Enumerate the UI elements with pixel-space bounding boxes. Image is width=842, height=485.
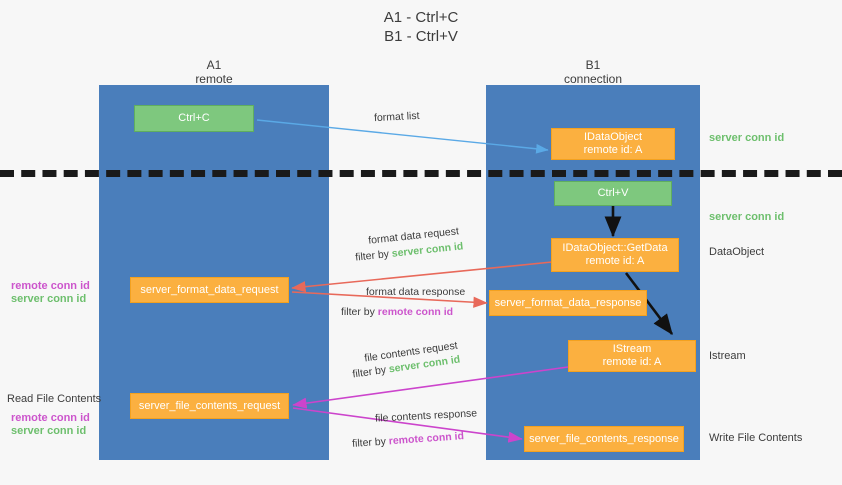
node-ctrl-v-label: Ctrl+V	[597, 187, 629, 199]
column-b1-sub: connection	[563, 72, 623, 86]
node-server-file-contents-request-label: server_file_contents_request	[138, 399, 281, 412]
column-b1-name: B1	[585, 58, 601, 72]
annotation-remote-conn-id-lower: remote conn id	[11, 412, 90, 424]
node-istream-sub: remote id: A	[602, 356, 662, 368]
node-idataobject-getdata-sub: remote id: A	[585, 255, 645, 267]
annotation-dataobject: DataObject	[709, 246, 765, 258]
filter-by-text-1: filter by	[354, 248, 390, 264]
column-header-b1: B1 connection	[513, 58, 673, 86]
annotation-istream: Istream	[709, 350, 746, 362]
filter-remote-conn-id-2: remote conn id	[388, 430, 465, 448]
annotation-server-conn-id-top: server conn id	[709, 132, 785, 144]
node-istream[interactable]: IStream remote id: A	[568, 340, 696, 372]
filter-remote-conn-id-1: remote conn id	[377, 306, 454, 318]
annotation-remote-conn-id-upper: remote conn id	[11, 280, 90, 292]
node-ctrl-v[interactable]: Ctrl+V	[554, 181, 672, 206]
edge-label-file-contents-response: file contents response	[374, 407, 478, 425]
node-server-file-contents-response-label: server_file_contents_response	[529, 432, 679, 445]
node-server-file-contents-request[interactable]: server_file_contents_request	[130, 393, 289, 419]
column-header-a1: A1 remote	[134, 58, 294, 86]
node-server-file-contents-response[interactable]: server_file_contents_response	[524, 426, 684, 452]
node-ctrl-c-label: Ctrl+C	[178, 112, 210, 124]
annotation-server-conn-id-upper: server conn id	[11, 293, 87, 305]
annotation-write-file-contents: Write File Contents	[709, 432, 803, 444]
node-server-format-data-request-label: server_format_data_request	[140, 283, 279, 296]
phase-divider	[0, 170, 842, 177]
node-idataobject-sub: remote id: A	[583, 144, 643, 156]
title-line-2: B1 - Ctrl+V	[384, 28, 458, 45]
filter-by-text-4: filter by	[351, 435, 387, 450]
annotation-read-file-contents: Read File Contents	[7, 393, 102, 405]
title-line-1: A1 - Ctrl+C	[383, 9, 459, 26]
edge-label-format-list: format list	[373, 109, 420, 125]
node-server-format-data-request[interactable]: server_format_data_request	[130, 277, 289, 303]
page-title: A1 - Ctrl+C B1 - Ctrl+V	[0, 8, 842, 46]
edge-filter-format-data-response: filter by remote conn id	[341, 305, 453, 319]
node-idataobject[interactable]: IDataObject remote id: A	[551, 128, 675, 160]
node-server-format-data-response[interactable]: server_format_data_response	[489, 290, 647, 316]
node-ctrl-c[interactable]: Ctrl+C	[134, 105, 254, 132]
edge-label-format-data-response: format data response	[366, 286, 466, 298]
node-idataobject-getdata[interactable]: IDataObject::GetData remote id: A	[551, 238, 679, 272]
column-a1-name: A1	[206, 58, 222, 72]
filter-by-text-3: filter by	[351, 363, 387, 381]
annotation-server-conn-id-lower: server conn id	[11, 425, 87, 437]
edge-filter-file-contents-response: filter by remote conn id	[352, 429, 465, 451]
node-server-format-data-response-label: server_format_data_response	[494, 296, 642, 309]
node-idataobject-title: IDataObject	[583, 131, 643, 143]
annotation-server-conn-id-mid: server conn id	[709, 211, 785, 223]
node-istream-title: IStream	[612, 343, 652, 355]
node-idataobject-getdata-title: IDataObject::GetData	[562, 242, 668, 254]
column-a1-sub: remote	[195, 72, 233, 86]
filter-by-text-2: filter by	[341, 306, 375, 318]
